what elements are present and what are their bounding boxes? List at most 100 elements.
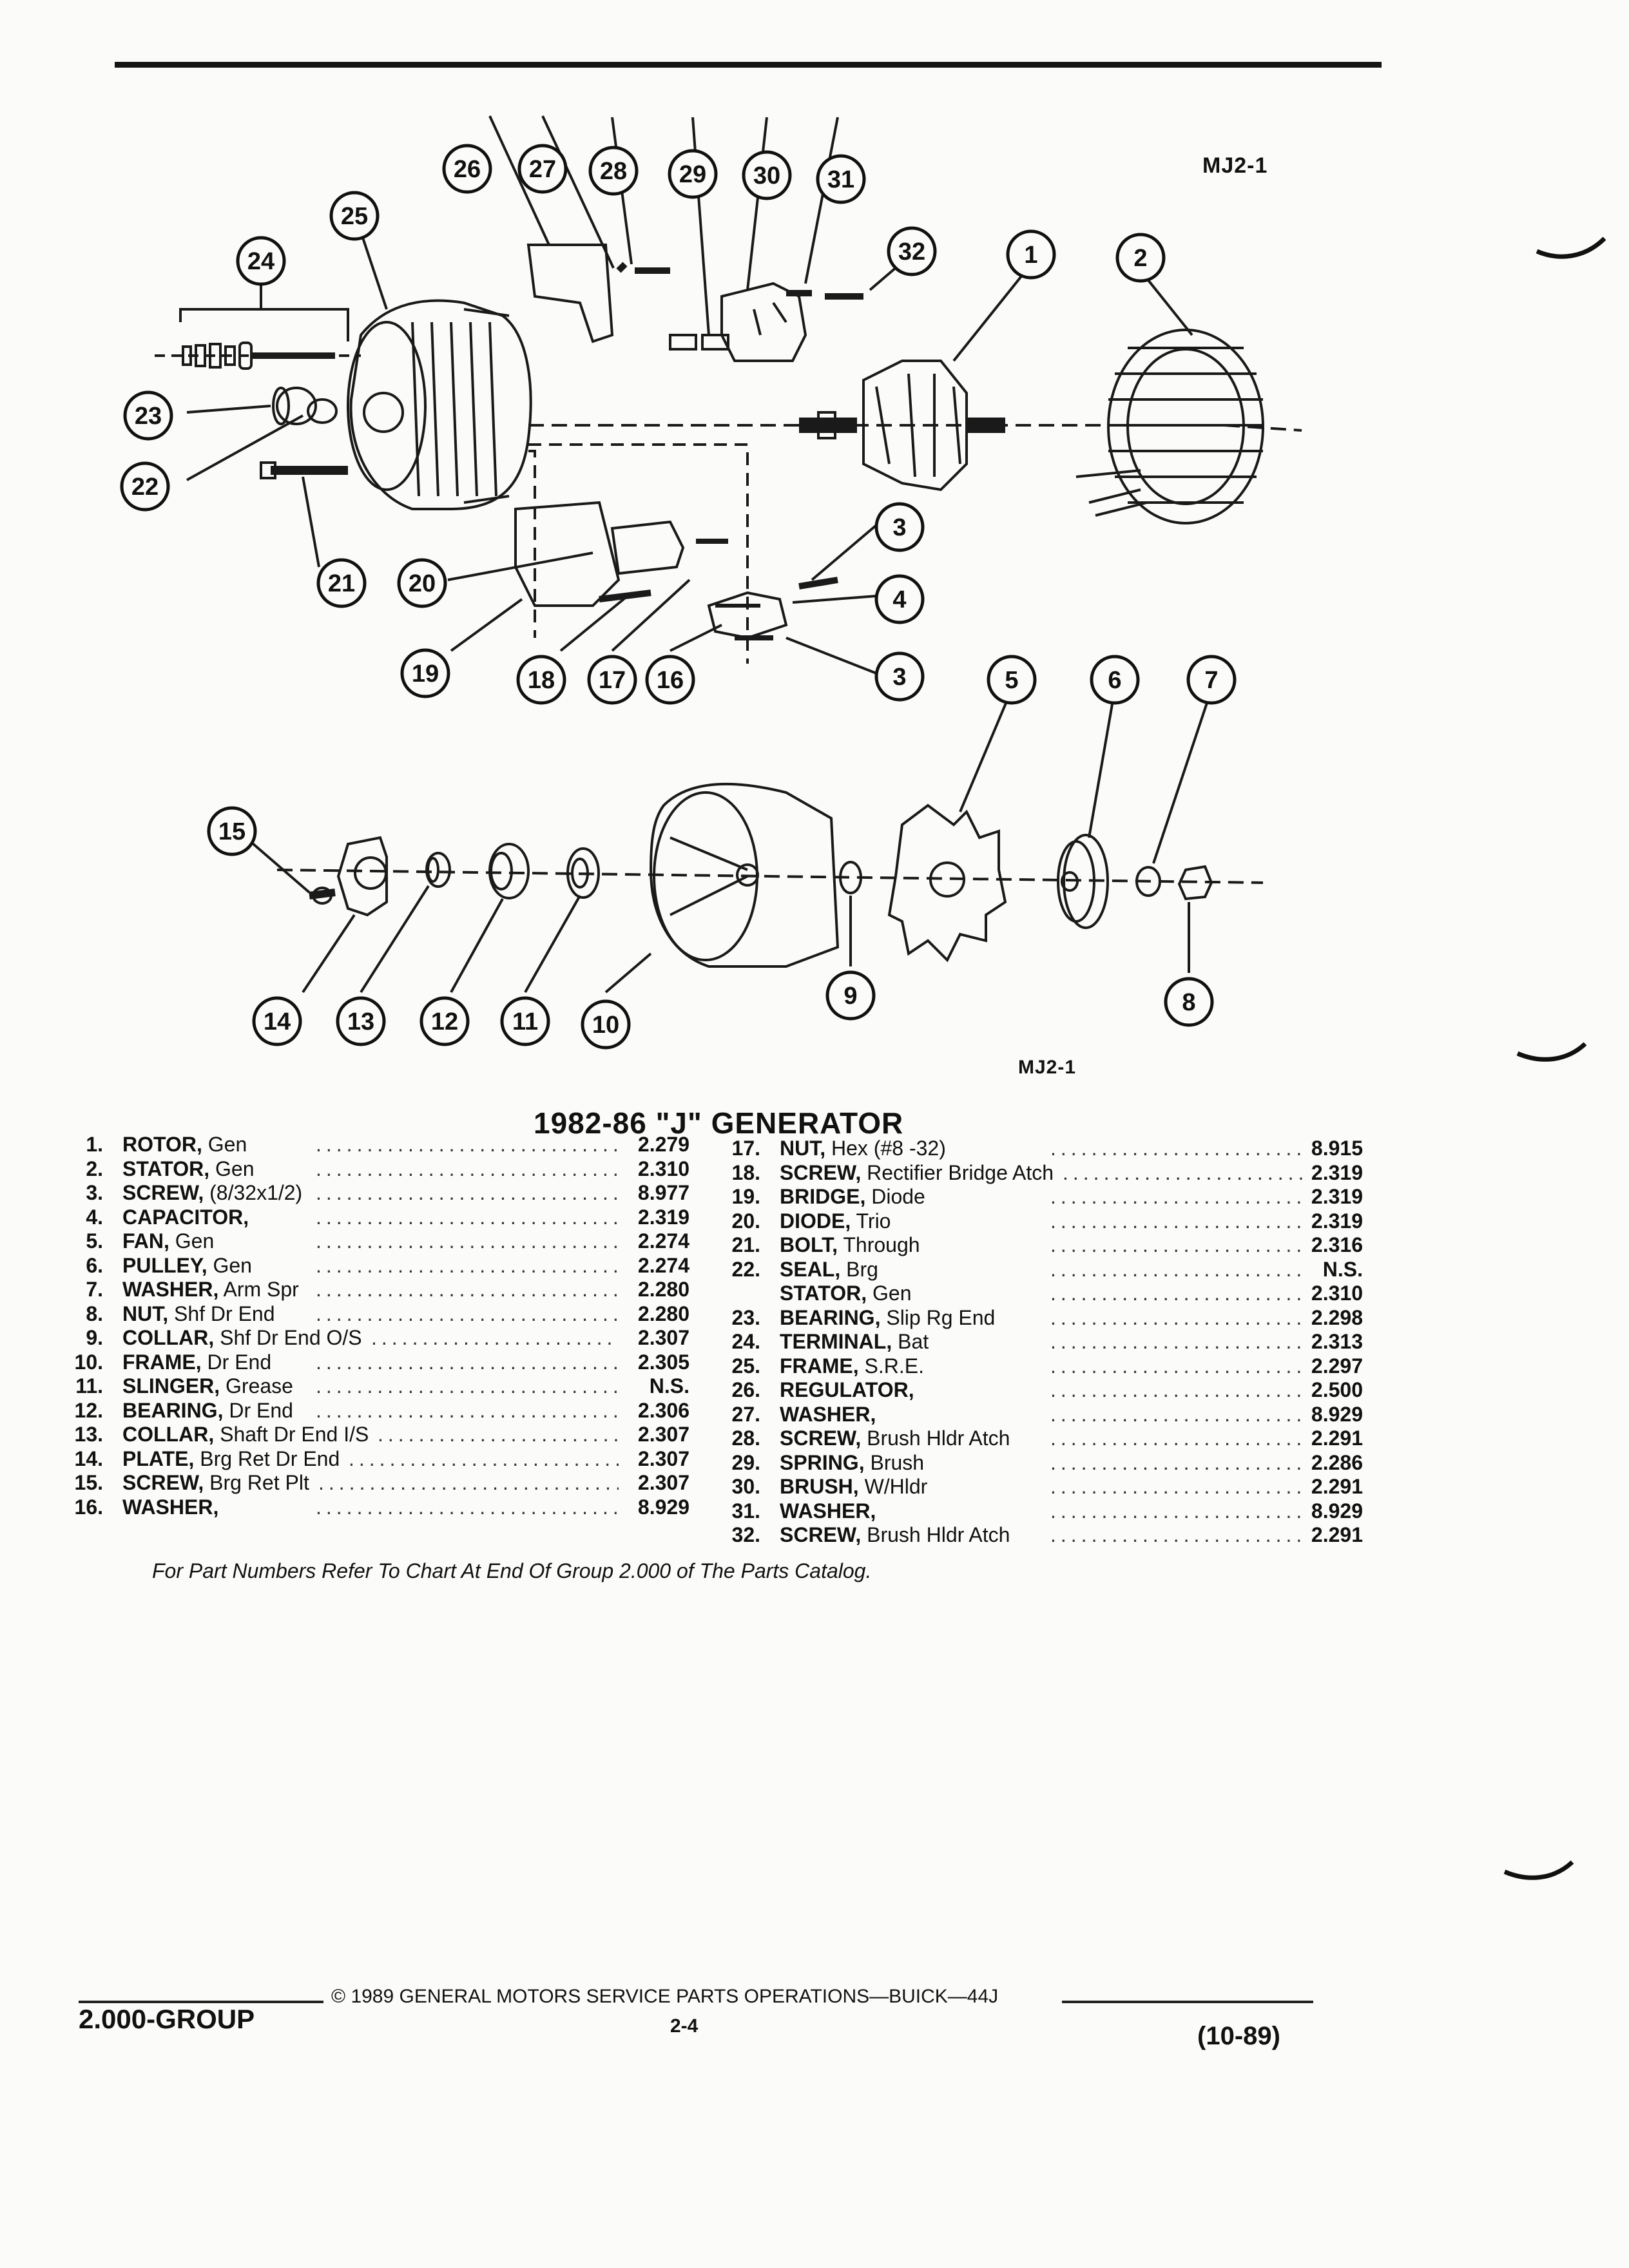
part-group-ref: 2.291 xyxy=(1311,1427,1363,1450)
leader-dots: ........................................… xyxy=(378,1423,619,1446)
part-name-main: DIODE, xyxy=(780,1209,851,1233)
part-number: 16. xyxy=(74,1495,103,1519)
part-group-ref: 2.316 xyxy=(1311,1233,1363,1256)
callout-5 xyxy=(987,655,1037,705)
part-group-ref: N.S. xyxy=(649,1374,689,1398)
leader-dots: ........................................… xyxy=(316,1398,619,1422)
callout-6 xyxy=(1090,655,1140,705)
leader-dots: ........................................… xyxy=(1050,1137,1308,1160)
part-number: 20. xyxy=(731,1209,760,1233)
part-row: 12.BEARING, Dr End......................… xyxy=(58,1399,689,1423)
part-name: SCREW, (8/32x1/2) xyxy=(122,1181,302,1206)
part-group-ref: 2.319 xyxy=(1311,1185,1363,1208)
part-row: 31.WASHER,..............................… xyxy=(715,1499,1366,1524)
part-group-ref: 2.319 xyxy=(1311,1209,1363,1233)
part-name-qualifier: Shaft Dr End I/S xyxy=(214,1423,369,1446)
part-row: 19.BRIDGE, Diode........................… xyxy=(715,1185,1366,1209)
part-name: FAN, Gen xyxy=(122,1229,214,1254)
leader-dots: ........................................… xyxy=(1050,1209,1308,1233)
part-name: REGULATOR, xyxy=(780,1378,914,1403)
part-number: 25. xyxy=(731,1354,760,1378)
part-name-main: PLATE, xyxy=(122,1446,195,1470)
part-group-ref: N.S. xyxy=(1322,1257,1363,1281)
callout-16 xyxy=(645,655,695,705)
part-name: SPRING, Brush xyxy=(780,1451,924,1475)
leader-dots: ........................................… xyxy=(316,1253,619,1277)
part-name: WASHER, xyxy=(122,1495,218,1520)
part-name-qualifier: Brg Ret Plt xyxy=(204,1471,309,1494)
leader-dots: ........................................… xyxy=(316,1302,619,1325)
callout-18-label: 18 xyxy=(528,667,555,694)
figure-code-bottom: MJ2-1 xyxy=(1018,1057,1077,1078)
callout-6-label: 6 xyxy=(1108,667,1121,694)
part-name-main: FRAME, xyxy=(122,1350,202,1374)
callout-31 xyxy=(816,154,866,204)
part-name-main: BEARING, xyxy=(780,1305,881,1329)
callout-30-label: 30 xyxy=(753,162,780,189)
callout-23 xyxy=(123,390,173,441)
part-number: 8. xyxy=(86,1302,103,1325)
part-name: WASHER, xyxy=(780,1403,876,1427)
callout-15 xyxy=(207,806,257,856)
part-number: 14. xyxy=(74,1446,103,1470)
callout-12-label: 12 xyxy=(431,1008,458,1035)
part-row: 4.CAPACITOR,............................… xyxy=(58,1206,689,1230)
part-name-qualifier: Gen xyxy=(169,1229,215,1253)
part-row: 17.NUT, Hex (#8 -32)....................… xyxy=(715,1137,1366,1161)
part-name-main: SEAL, xyxy=(780,1257,841,1281)
callout-3b xyxy=(874,651,925,702)
part-name-main: NUT, xyxy=(780,1137,826,1160)
top-rule xyxy=(115,62,1382,68)
exploded-view-diagram: 1 2 3 4 3 5 6 7 8 9 10 11 12 13 14 15 16… xyxy=(120,115,1302,1050)
callout-32 xyxy=(887,226,937,276)
part-name-qualifier: Hex (#8 -32) xyxy=(825,1137,946,1160)
part-row: 25.FRAME, S.R.E.........................… xyxy=(715,1354,1366,1379)
leader-dots: ........................................… xyxy=(1050,1450,1308,1474)
callout-13 xyxy=(336,996,386,1046)
callout-30 xyxy=(742,150,792,200)
part-name-qualifier: Dr End xyxy=(223,1398,293,1422)
part-name-main: SCREW, xyxy=(780,1523,862,1546)
part-name: WASHER, Arm Spr xyxy=(122,1278,299,1302)
part-group-ref: 2.291 xyxy=(1311,1475,1363,1498)
callout-10 xyxy=(581,999,631,1050)
part-row: 10.FRAME, Dr End........................… xyxy=(58,1350,689,1375)
part-group-ref: 2.297 xyxy=(1311,1354,1363,1378)
callout-7-label: 7 xyxy=(1204,667,1218,694)
part-name-qualifier: Slip Rg End xyxy=(880,1305,996,1329)
part-number: 11. xyxy=(75,1374,103,1398)
part-name-main: FRAME, xyxy=(780,1354,859,1378)
callout-22 xyxy=(120,461,170,512)
callout-21-label: 21 xyxy=(328,570,355,597)
part-name-main: WASHER, xyxy=(780,1499,876,1523)
part-name-main: WASHER, xyxy=(122,1278,219,1301)
part-name: TERMINAL, Bat xyxy=(780,1330,929,1354)
part-name-qualifier: S.R.E. xyxy=(858,1354,925,1378)
callout-11 xyxy=(500,996,550,1046)
part-name-main: FAN, xyxy=(122,1229,169,1253)
part-group-ref: 2.310 xyxy=(637,1157,689,1180)
part-group-ref: 2.280 xyxy=(637,1302,689,1325)
part-number: 9. xyxy=(86,1326,103,1349)
part-number: 6. xyxy=(86,1253,103,1277)
callout-29-label: 29 xyxy=(679,161,706,188)
callout-12 xyxy=(419,996,470,1046)
callout-19-label: 19 xyxy=(412,660,439,687)
part-number: 27. xyxy=(731,1402,760,1426)
leader-dots: ........................................… xyxy=(316,1374,619,1398)
leader-dots: ........................................… xyxy=(316,1229,619,1253)
callout-25-label: 25 xyxy=(341,203,368,230)
part-name-qualifier: (8/32x1/2) xyxy=(204,1181,303,1204)
part-name-qualifier: Gen xyxy=(209,1157,255,1180)
part-numbers-note: For Part Numbers Refer To Chart At End O… xyxy=(152,1559,872,1582)
leader-dots: ........................................… xyxy=(1050,1378,1308,1401)
part-row: STATOR, Gen.............................… xyxy=(715,1282,1366,1306)
callout-22-label: 22 xyxy=(131,474,159,501)
callout-17 xyxy=(587,655,637,705)
part-number: 1. xyxy=(86,1133,103,1156)
part-row: 6.PULLEY, Gen...........................… xyxy=(58,1254,689,1278)
part-group-ref: 2.319 xyxy=(1311,1160,1363,1184)
part-number: 7. xyxy=(86,1278,103,1301)
part-name-main: SCREW, xyxy=(122,1471,204,1494)
leader-dots: ........................................… xyxy=(316,1350,619,1374)
